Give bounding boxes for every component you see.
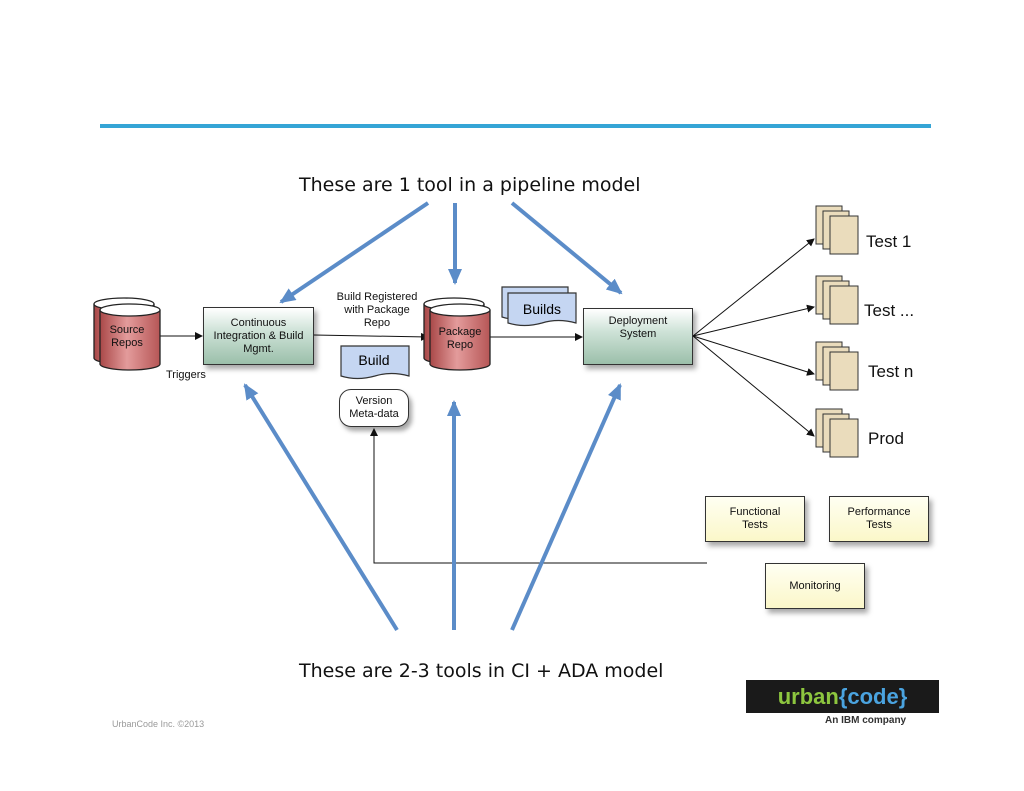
arrow-deploy-prod [692,335,815,437]
env-prod-label: Prod [868,429,904,448]
ci-build-box: Continuous Integration & Build Mgmt. [203,307,314,365]
blue-arrow-top-right [510,201,623,295]
header-rule [100,124,931,128]
source-repos-label: Source Repos [96,324,158,350]
builds-document-stack-icon [501,286,577,327]
build-document-label: Build [358,352,390,368]
blue-arrow-bottom-left [243,383,399,632]
ci-line-3: Mgmt. [243,342,274,355]
build-registered-line-3: Repo [363,317,391,329]
top-heading: These are 1 tool in a pipeline model [299,174,641,196]
version-metadata-line-1: Version [355,395,393,407]
functional-tests-line-2: Tests [742,519,768,531]
version-metadata-box: Version Meta-data [339,389,409,427]
source-repos-line-2: Repos [111,337,143,349]
functional-tests-line-1: Functional [729,506,781,518]
server-prod-icon [815,408,859,458]
arrow-feedback-to-metadata [370,428,707,564]
logo-brand-part1: urban [777,683,839,709]
performance-tests-line-2: Tests [866,519,892,531]
blue-arrow-bottom-right [510,383,622,631]
version-metadata-line-2: Meta-data [349,408,399,420]
deployment-system-box: Deployment System [583,308,693,365]
arrow-deploy-test-dots [692,304,815,337]
logo-tagline: An IBM company [825,715,907,726]
footer-copyright: UrbanCode Inc. ©2013 [112,719,205,729]
package-repo-line-1: Package [438,326,482,338]
source-repos-cylinder-icon [93,297,161,371]
deployment-line-1: Deployment [608,314,668,327]
urbancode-logo: urban{code} [746,680,939,713]
env-test1-label: Test 1 [866,232,912,251]
monitoring-box: Monitoring [765,563,865,609]
env-test-dots-label: Test ... [864,301,915,320]
build-registered-label: Build Registered with Package Repo [330,291,424,330]
env-testn-label: Test n [868,362,914,381]
arrow-ci-to-package [313,332,429,341]
arrow-deploy-testn [692,335,815,376]
performance-tests-box: Performance Tests [829,496,929,542]
package-repo-label: Package Repo [430,326,490,352]
package-repo-cylinder-icon [423,297,491,371]
package-repo-line-2: Repo [446,339,474,351]
ci-line-2: Integration & Build [213,329,304,342]
blue-arrow-top-left [279,201,430,304]
functional-tests-box: Functional Tests [705,496,805,542]
deployment-line-2: System [619,327,657,340]
server-test-dots-icon [815,275,859,325]
logo-brand-part2: {code} [838,683,908,709]
source-repos-line-1: Source [109,324,145,336]
bottom-heading: These are 2-3 tools in CI + ADA model [299,660,664,682]
monitoring-label: Monitoring [789,579,841,592]
build-registered-line-2: with Package [344,304,410,316]
server-testn-icon [815,341,859,391]
build-registered-line-1: Build Registered [336,291,418,303]
ci-line-1: Continuous [230,316,287,329]
performance-tests-line-1: Performance [847,506,911,518]
triggers-label: Triggers [166,369,206,381]
server-test1-icon [815,205,859,255]
builds-document-label: Builds [522,301,562,317]
arrow-deploy-test1 [692,238,815,337]
build-document-icon [340,345,410,380]
